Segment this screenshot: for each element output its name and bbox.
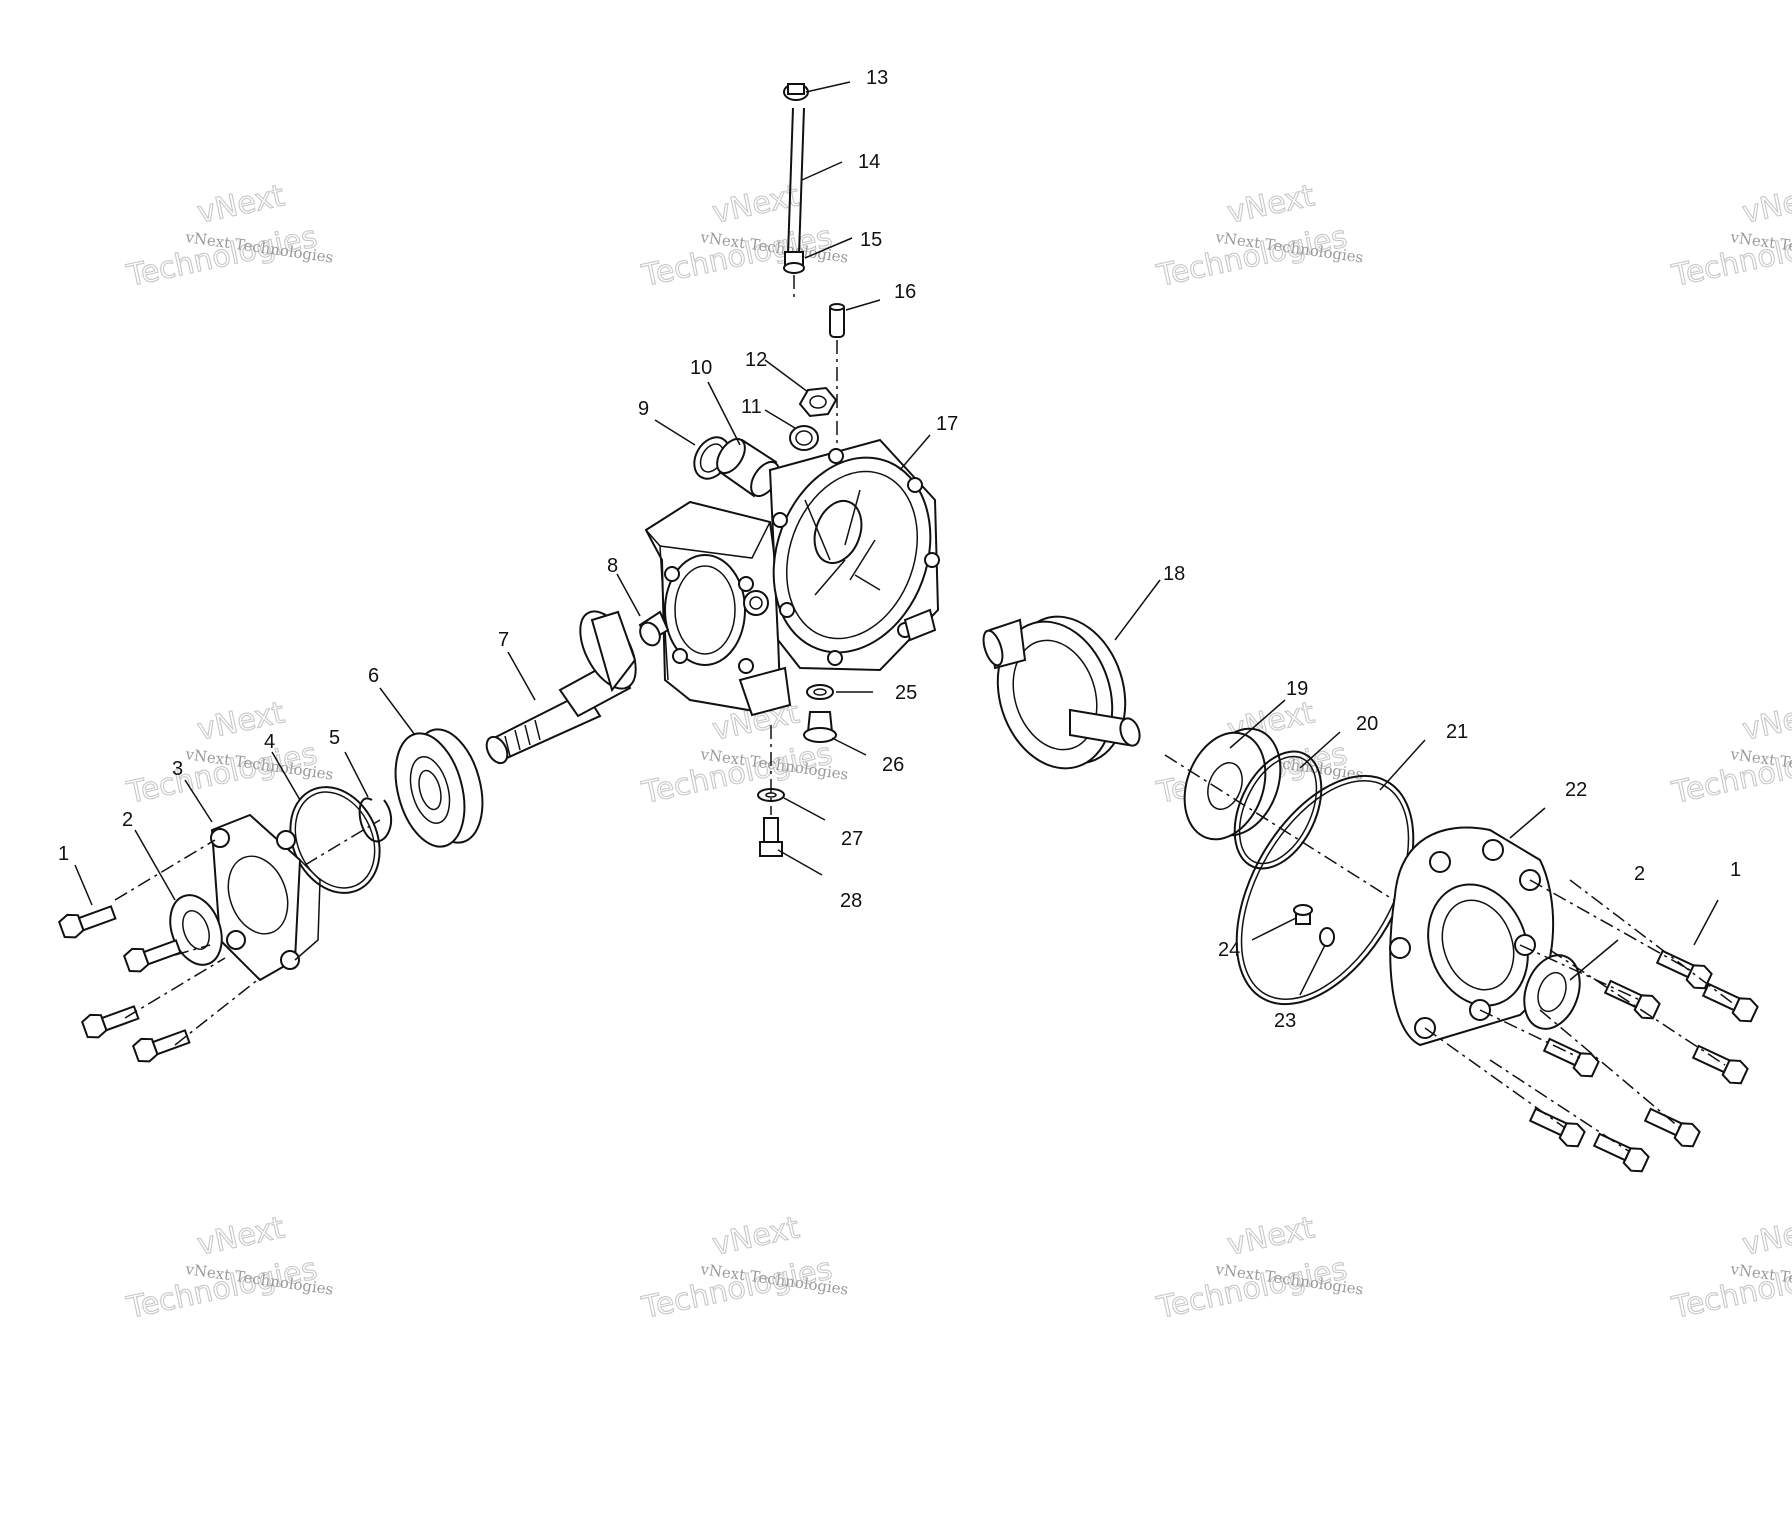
watermark-word: Technologies bbox=[1668, 1252, 1792, 1327]
bolts-right bbox=[1528, 949, 1759, 1173]
bolts-left bbox=[58, 905, 191, 1063]
watermark-word: vNext bbox=[1739, 178, 1792, 231]
watermark-word: vNext bbox=[1739, 695, 1792, 748]
leader-lines bbox=[74, 81, 1719, 996]
callout-5: 5 bbox=[329, 727, 340, 749]
callout-15: 15 bbox=[860, 229, 882, 251]
callout-19: 19 bbox=[1286, 678, 1308, 700]
callout-7: 7 bbox=[498, 629, 509, 651]
pinion-shaft bbox=[485, 610, 637, 765]
callout-18: 18 bbox=[1163, 563, 1185, 585]
watermark-word: vNext bbox=[709, 1210, 802, 1263]
seal-left bbox=[169, 894, 223, 966]
pinion-bearing bbox=[394, 728, 484, 848]
callout-21: 21 bbox=[1446, 721, 1468, 743]
callout-8: 8 bbox=[607, 555, 618, 577]
callout-23: 23 bbox=[1274, 1010, 1296, 1032]
callout-14: 14 bbox=[858, 151, 880, 173]
gear-housing bbox=[644, 438, 940, 717]
callout-11: 11 bbox=[741, 396, 762, 418]
callout-4: 4 bbox=[264, 731, 275, 753]
callout-2-right: 2 bbox=[1634, 863, 1645, 885]
watermark-word: vNext bbox=[1224, 178, 1317, 231]
snap-ring bbox=[358, 797, 393, 843]
callout-20: 20 bbox=[1356, 713, 1378, 735]
callout-26: 26 bbox=[882, 754, 904, 776]
callout-25: 25 bbox=[895, 682, 917, 704]
watermark-word: vNext bbox=[1739, 1210, 1792, 1263]
breather-fitting bbox=[1293, 904, 1335, 947]
o-ring-small-right bbox=[1233, 750, 1323, 870]
seal-right bbox=[1523, 954, 1581, 1030]
callout-27: 27 bbox=[841, 828, 863, 850]
bearing-right bbox=[1183, 727, 1282, 841]
callout-2-left: 2 bbox=[122, 809, 133, 831]
callout-3: 3 bbox=[172, 758, 183, 780]
vent-hose-assembly bbox=[783, 83, 809, 300]
callout-17: 17 bbox=[936, 413, 958, 435]
callout-1-left: 1 bbox=[58, 843, 69, 865]
watermark-word: Technologies bbox=[1668, 220, 1792, 295]
watermark-word: Technologies bbox=[1668, 737, 1792, 812]
callout-9: 9 bbox=[638, 398, 649, 420]
callout-10: 10 bbox=[690, 357, 712, 379]
callout-13: 13 bbox=[866, 67, 888, 89]
pinion-dowel bbox=[638, 610, 670, 647]
callout-labels: 1 2 3 4 5 6 7 8 9 10 11 12 13 14 15 16 1… bbox=[58, 67, 1741, 1032]
ring-gear bbox=[982, 615, 1141, 770]
callout-24: 24 bbox=[1218, 939, 1240, 961]
callout-28: 28 bbox=[840, 890, 862, 912]
watermark-word: vNext bbox=[194, 1210, 287, 1263]
callout-16: 16 bbox=[894, 281, 916, 303]
callout-22: 22 bbox=[1565, 779, 1587, 801]
dowel-pin bbox=[829, 303, 845, 455]
drain-plug-group bbox=[757, 684, 837, 857]
watermark-word: vNext bbox=[194, 178, 287, 231]
watermark-word: vNext bbox=[1224, 1210, 1317, 1263]
callout-12: 12 bbox=[745, 349, 767, 371]
callout-6: 6 bbox=[368, 665, 379, 687]
end-cover-right bbox=[1389, 826, 1555, 1047]
end-cover-left bbox=[210, 813, 321, 982]
callout-1-right: 1 bbox=[1730, 859, 1741, 881]
